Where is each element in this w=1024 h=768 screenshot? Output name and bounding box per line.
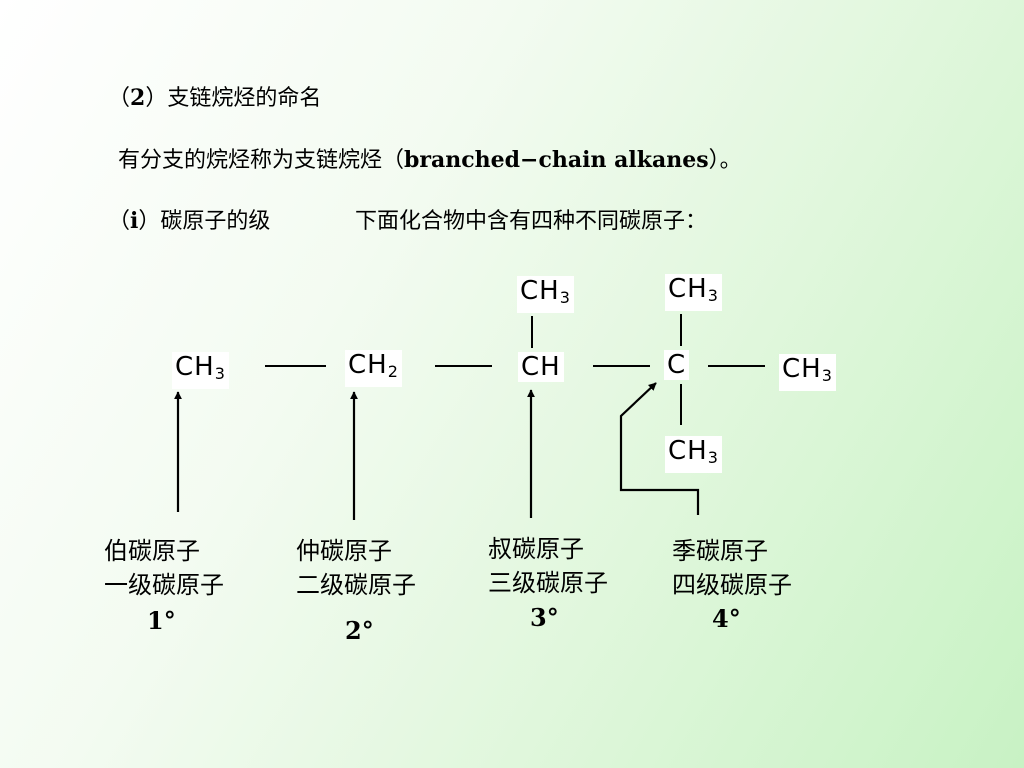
definition-text: 有分支的烷烃称为支链烷烃（branched−chain alkanes）。 <box>118 142 742 174</box>
degree-secondary: 2° <box>345 616 374 645</box>
section-title: 支链烷烃的命名 <box>167 86 322 111</box>
ch3-right-group: CH3 <box>779 354 836 391</box>
label-secondary-carbon: 仲碳原子 二级碳原子 <box>296 534 416 602</box>
description-text: 下面化合物中含有四种不同碳原子： <box>355 209 708 234</box>
degree-tertiary: 3° <box>530 603 559 632</box>
arrow-quaternary <box>619 382 700 515</box>
label-class: 三级碳原子 <box>488 569 608 597</box>
label-quaternary-carbon: 季碳原子 四级碳原子 <box>672 534 792 602</box>
subsection-number: i <box>130 208 139 234</box>
definition-suffix: ）。 <box>708 148 742 173</box>
quaternary-c-group: C <box>664 350 690 380</box>
section-heading: （2）支链烷烃的命名 <box>108 85 322 111</box>
ch3-bottom-group: CH3 <box>665 436 722 473</box>
label-name: 季碳原子 <box>672 537 768 565</box>
subsection-title: 碳原子的级 <box>160 209 271 234</box>
definition-english: branched−chain alkanes <box>404 147 709 173</box>
ch2-group: CH2 <box>345 350 402 387</box>
subsection-heading: （i）碳原子的级 <box>108 208 271 234</box>
label-primary-carbon: 伯碳原子 一级碳原子 <box>104 534 224 602</box>
label-tertiary-carbon: 叔碳原子 三级碳原子 <box>488 532 608 600</box>
ch3-top-a-group: CH3 <box>517 276 574 313</box>
degree-primary: 1° <box>147 606 176 635</box>
definition-prefix: 有分支的烷烃称为支链烷烃（ <box>118 148 405 173</box>
label-name: 伯碳原子 <box>104 537 200 565</box>
label-name: 叔碳原子 <box>488 535 584 563</box>
ch3-left-group: CH3 <box>172 352 229 389</box>
label-class: 一级碳原子 <box>104 571 224 599</box>
label-class: 四级碳原子 <box>672 571 792 599</box>
label-class: 二级碳原子 <box>296 571 416 599</box>
label-name: 仲碳原子 <box>296 537 392 565</box>
ch3-top-b-group: CH3 <box>665 274 722 311</box>
ch-group: CH <box>518 352 564 382</box>
section-number: 2 <box>130 85 146 111</box>
degree-quaternary: 4° <box>712 604 741 633</box>
